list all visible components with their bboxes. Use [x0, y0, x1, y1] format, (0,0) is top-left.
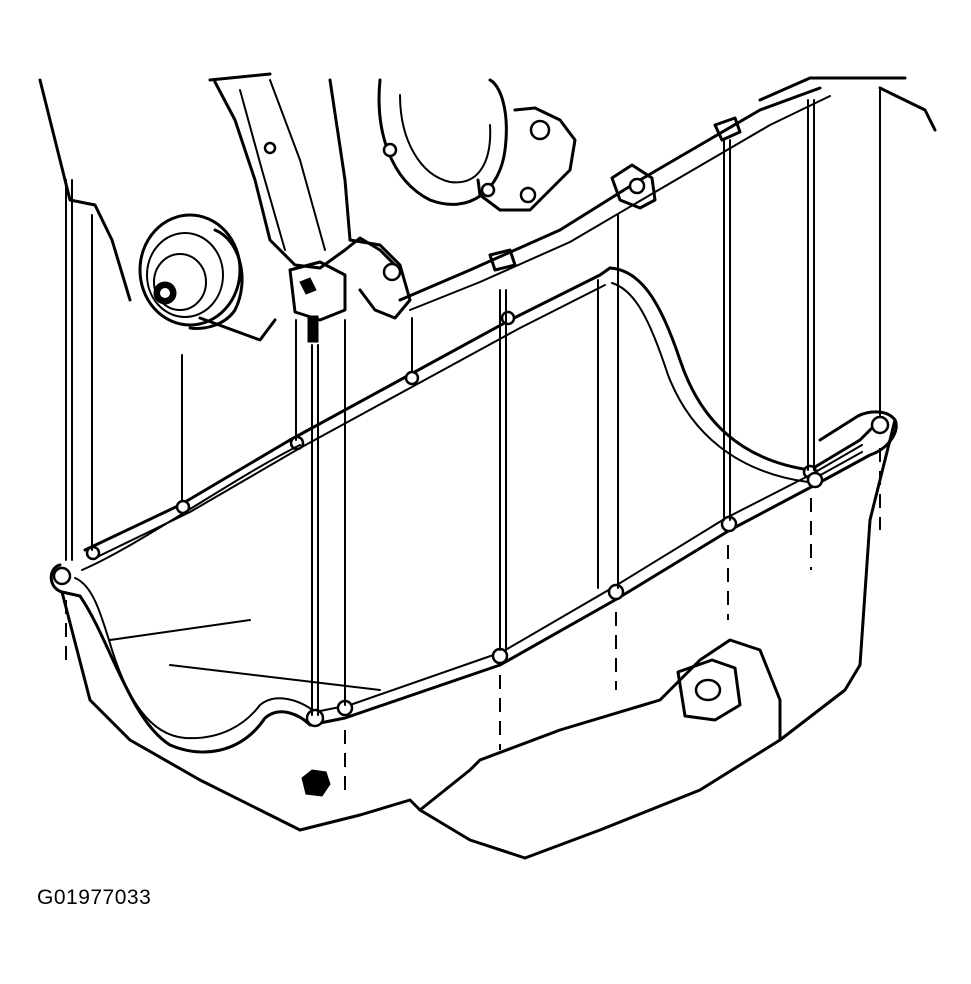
oil-pan: [49, 410, 898, 860]
gasket-hole-icon: [500, 310, 516, 326]
engine-block: [38, 72, 937, 311]
alignment-guides: [65, 89, 881, 790]
drain-plug-icon: [694, 678, 722, 702]
crankshaft-pulley: [138, 213, 277, 342]
drain-plug-boss: [676, 658, 742, 722]
front-bracket: [288, 238, 412, 343]
pan-bolt-hole-icon: [806, 471, 824, 489]
gasket-hole-icon: [404, 370, 420, 386]
pan-bolt-hole-icon: [52, 566, 72, 586]
bolt-hole-icon: [382, 142, 398, 158]
bolt-hole-icon: [529, 119, 551, 141]
pan-bolt-hole-icon: [491, 647, 509, 665]
pan-bolt-hole-icon: [870, 415, 890, 435]
bolt-hole-icon: [382, 262, 402, 282]
figure-id-label: G01977033: [37, 886, 152, 909]
stud-nut-icon: [301, 769, 331, 797]
bolt-hole-icon: [480, 182, 496, 198]
pan-bolt-hole-icon: [305, 708, 325, 728]
bolt-hole-icon: [263, 141, 277, 155]
pan-bolt-hole-icon: [607, 583, 625, 601]
stud-icon: [307, 315, 319, 343]
bolt-hole-icon: [519, 186, 537, 204]
bolt-hole-icon: [628, 177, 646, 195]
